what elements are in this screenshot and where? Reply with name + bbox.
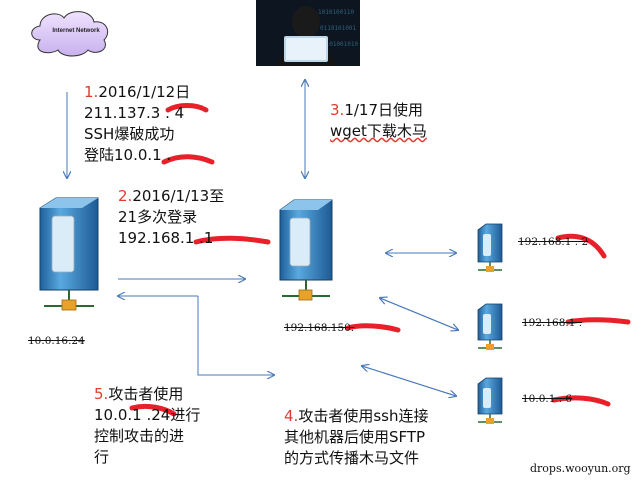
step-2-line-1: 2016/1/13至: [132, 187, 225, 205]
cloud-label: Internet Network: [52, 28, 100, 34]
svg-text:1101001010: 1101001010: [322, 41, 359, 48]
step-5-line-1: 攻击者使用: [108, 385, 184, 403]
step-3-line-1: 1/17日使用: [344, 101, 423, 119]
step-2-line-2: 21多次登录: [118, 208, 198, 226]
right-server-1-icon: [477, 223, 503, 272]
step-2-text: 2.2016/1/13至 21多次登录 192.168.1 .1: [118, 186, 224, 249]
right-server-3-icon: [477, 377, 503, 424]
step-5-line-2: 10.0.1 .24进行: [94, 406, 201, 424]
arrow-center-right3-back: [362, 366, 457, 397]
step-2-num: 2.: [118, 187, 133, 205]
step-5-line-4: 行: [94, 448, 110, 466]
step-1-line-3: SSH爆破成功: [84, 125, 175, 143]
right-server-3-ip-label: 10.0.1 . 6: [522, 393, 573, 405]
left-server-ip-label: 10.0.16.24: [28, 335, 85, 347]
step-4-line-2: 其他机器后使用SFTP: [284, 428, 426, 446]
step-5-num: 5.: [94, 385, 109, 403]
step-5-text: 5.攻击者使用 10.0.1 .24进行 控制攻击的进 行: [94, 384, 200, 468]
center-server-icon: [279, 199, 333, 301]
internet-cloud-icon: [31, 11, 109, 57]
step-3-text: 3.1/17日使用 wget下载木马: [330, 100, 427, 142]
left-server-icon: [39, 197, 99, 311]
watermark: drops.wooyun.org: [530, 462, 631, 475]
step-4-line-3: 的方式传播木马文件: [284, 449, 420, 467]
right-server-1-ip-label: 192.168.1 . 2: [518, 236, 589, 248]
right-server-2-icon: [477, 303, 503, 350]
connection-arrows: [67, 80, 458, 396]
step-1-num: 1.: [84, 83, 99, 101]
hacker-image: 1010100110 0110101001 1101001010: [256, 0, 360, 66]
svg-text:0110101001: 0110101001: [320, 25, 357, 32]
step-3-num: 3.: [330, 101, 345, 119]
arrow-center-right2-back: [380, 298, 459, 331]
svg-text:1010100110: 1010100110: [318, 9, 355, 16]
right-server-2-ip-label: 192.168.1 .: [522, 317, 583, 329]
step-4-text: 4.攻击者使用ssh连接 其他机器后使用SFTP 的方式传播木马文件: [284, 406, 428, 469]
step-5-line-3: 控制攻击的进: [94, 427, 185, 445]
redaction-marks: [129, 103, 631, 417]
step-4-line-1: 攻击者使用ssh连接: [298, 407, 429, 425]
step-3-line-2: wget下载木马: [330, 122, 427, 140]
step-1-line-1: 2016/1/12日: [98, 83, 191, 101]
step-2-line-3: 192.168.1 .1: [118, 229, 214, 247]
center-server-ip-label: 192.168.150.: [284, 322, 355, 334]
step-1-line-2: 211.137.3 . 4: [84, 104, 185, 122]
arrow-control-down: [197, 296, 274, 375]
step-1-line-4: 登陆10.0.1 .: [84, 146, 172, 164]
step-1-text: 1.2016/1/12日 211.137.3 . 4 SSH爆破成功 登陆10.…: [84, 82, 190, 166]
step-4-num: 4.: [284, 407, 299, 425]
